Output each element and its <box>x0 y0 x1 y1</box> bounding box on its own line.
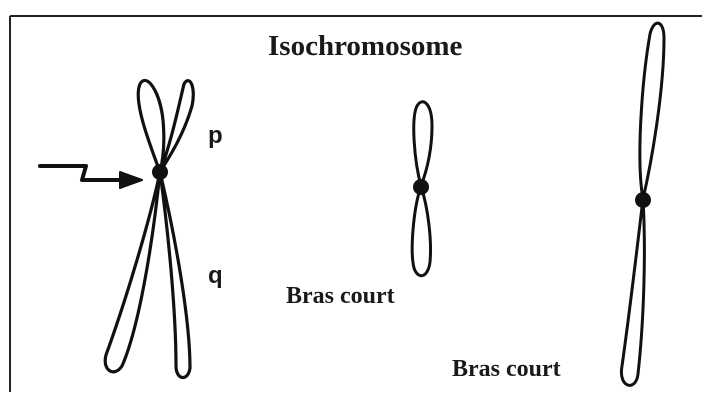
chromatid-left-lower <box>105 172 160 372</box>
large-centromere <box>635 192 651 208</box>
chromatid-right-lower <box>160 172 190 378</box>
small-isochromosome <box>412 102 432 276</box>
small-lower-arm <box>412 186 430 276</box>
small-upper-arm <box>414 102 432 186</box>
large-lower-arm <box>621 199 644 385</box>
p-arm-label: p <box>208 124 223 148</box>
short-arm-label-large: Bras court <box>452 357 561 381</box>
short-arm-label-small: Bras court <box>286 284 395 308</box>
q-arm-label: q <box>208 264 223 288</box>
small-centromere <box>413 179 429 195</box>
large-upper-arm <box>640 23 664 199</box>
diagram-title: Isochromosome <box>268 32 462 61</box>
break-arrow <box>40 166 142 188</box>
normal-chromosome <box>105 80 193 377</box>
chromatid-left-upper <box>138 80 164 172</box>
large-isochromosome <box>621 23 664 385</box>
centromere <box>152 164 168 180</box>
